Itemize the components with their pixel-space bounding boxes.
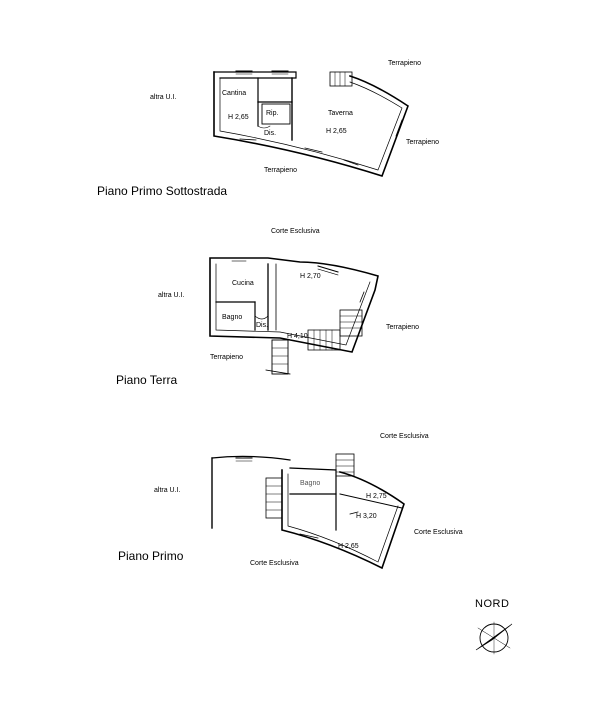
label-height-3: H 2,65 — [338, 543, 359, 550]
label-bagno: Bagno — [222, 314, 243, 321]
label-corte-right: Corte Esclusiva — [414, 529, 463, 536]
label-terrapieno-right: Terrapieno — [406, 139, 440, 146]
label-dis: Dis. — [256, 322, 269, 329]
label-cucina: Cucina — [232, 280, 254, 287]
label-cantina: Cantina — [222, 90, 247, 97]
label-taverna: Taverna — [328, 110, 353, 117]
label-terrapieno-left: Terrapieno — [210, 354, 244, 361]
label-terrapieno-bottom: Terrapieno — [264, 167, 298, 174]
label-height-2: H 3,20 — [356, 513, 377, 520]
label-rip: Rip. — [266, 110, 279, 117]
label-altra-ui: altra U.I. — [158, 292, 185, 299]
floor-plan-terra — [209, 257, 379, 375]
label-corte-bottom: Corte Esclusiva — [250, 560, 299, 567]
label-height-main: H 2,70 — [300, 273, 321, 280]
floor-plan-sottostrada — [213, 70, 409, 177]
floor-title-sottostrada: Piano Primo Sottostrada — [97, 184, 228, 198]
floor-title-terra: Piano Terra — [116, 373, 178, 387]
label-dis: Dis. — [264, 130, 277, 137]
label-height-taverna: H 2,65 — [326, 128, 347, 135]
label-terrapieno-right: Terrapieno — [386, 324, 420, 331]
floor-plan-primo — [211, 453, 405, 570]
label-height-stair: H 4,10 — [287, 333, 308, 340]
compass-icon — [475, 621, 513, 655]
label-corte-top: Corte Esclusiva — [380, 433, 429, 440]
label-terrapieno-top: Terrapieno — [388, 60, 422, 67]
floor-title-primo: Piano Primo — [118, 549, 184, 563]
label-height-cantina: H 2,65 — [228, 114, 249, 121]
label-height-1: H 2,75 — [366, 493, 387, 500]
north-label: NORD — [475, 598, 510, 610]
label-altra-ui: altra U.I. — [150, 94, 177, 101]
label-corte-top: Corte Esclusiva — [271, 228, 320, 235]
label-altra-ui: altra U.I. — [154, 487, 181, 494]
label-bagno: Bagno — [300, 480, 321, 487]
